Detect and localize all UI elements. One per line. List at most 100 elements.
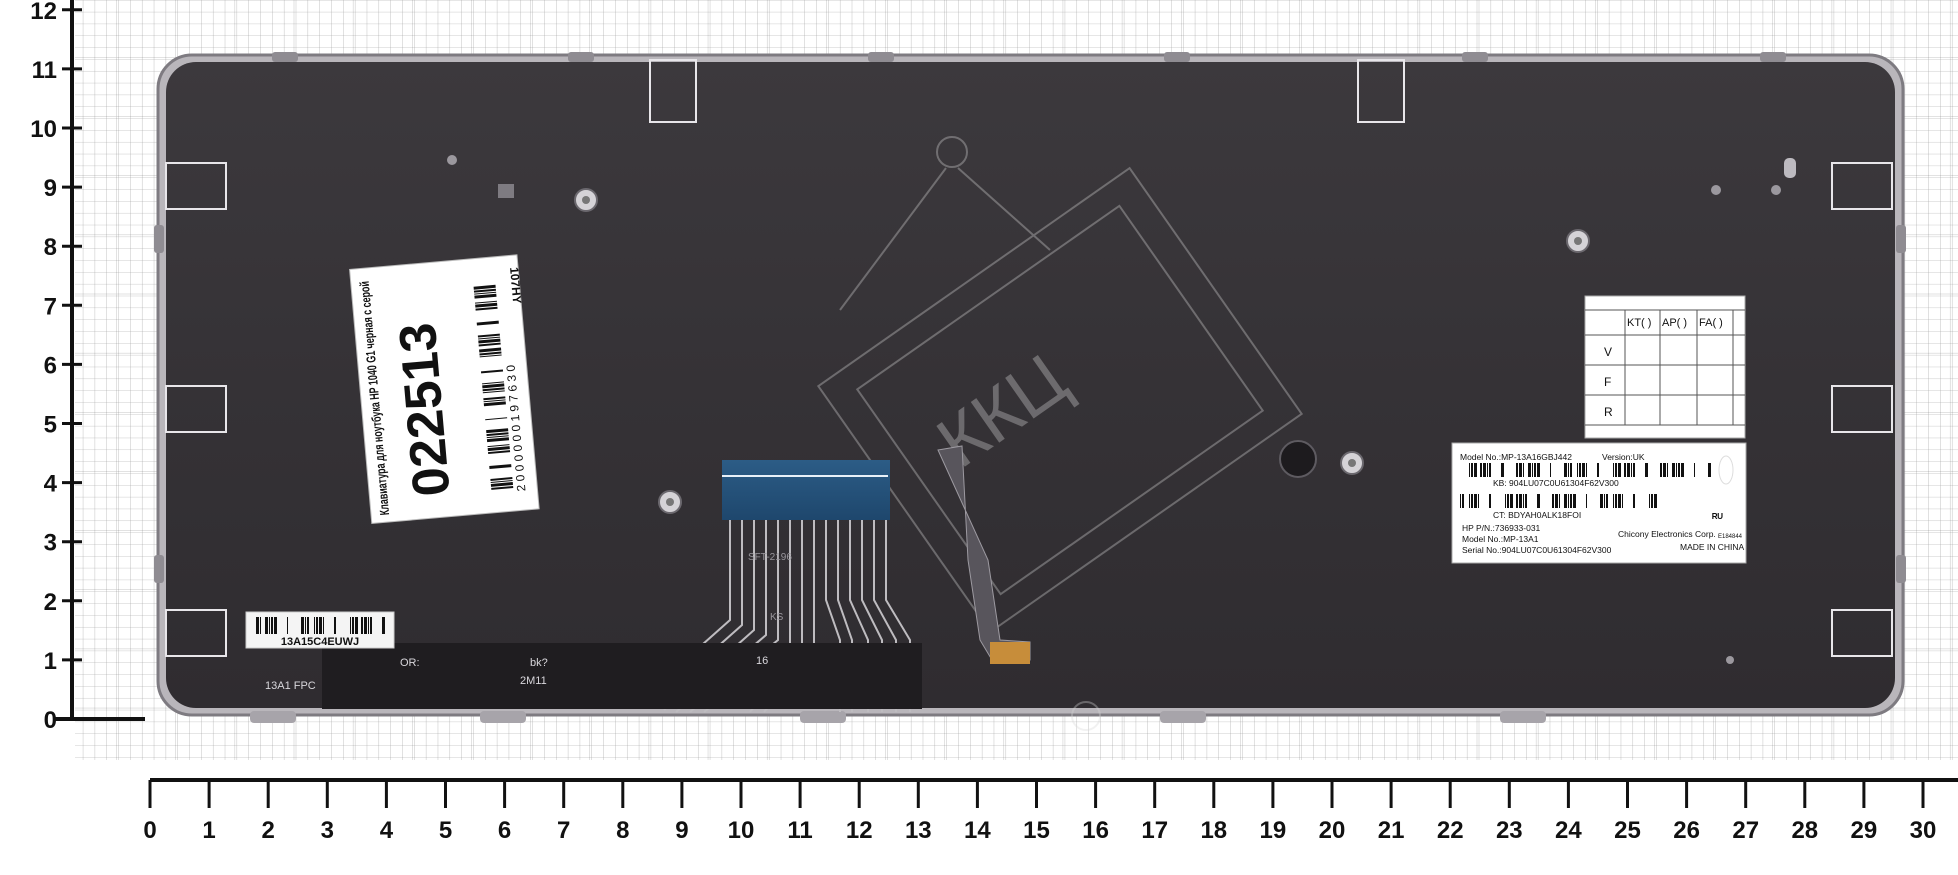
barcode-bar xyxy=(1570,463,1572,477)
label-hp-pn: HP P/N.:736933-031 xyxy=(1462,523,1541,533)
barcode-bar xyxy=(1645,463,1648,477)
ct-barcode xyxy=(1460,494,1657,508)
qc-header-kt: KT( ) xyxy=(1627,317,1651,329)
qc-header-ap: AP( ) xyxy=(1662,317,1687,329)
barcode-bar xyxy=(1474,494,1477,508)
barcode-bar xyxy=(1469,494,1470,508)
barcode-bar xyxy=(486,432,509,437)
fpc-marking-2m11: 2M11 xyxy=(520,675,547,687)
barcode-bar xyxy=(1505,494,1506,508)
barcode-bar xyxy=(1510,494,1513,508)
barcode-bar xyxy=(1651,494,1653,508)
barcode-bar xyxy=(1613,494,1614,508)
barcode-bar xyxy=(1582,463,1585,477)
barcode-bar xyxy=(483,399,506,403)
horizontal-tick-label: 13 xyxy=(905,817,932,844)
barcode-bar xyxy=(355,617,358,634)
barcode-bar xyxy=(486,437,510,443)
horizontal-tick-label: 3 xyxy=(321,817,334,844)
barcode-bar xyxy=(1660,463,1662,477)
barcode-bar xyxy=(368,617,369,634)
barcode-bar xyxy=(1469,463,1470,477)
barcode xyxy=(256,617,385,634)
barcode-bar xyxy=(1624,463,1626,477)
barcode-bar xyxy=(490,480,513,483)
barcode-bar xyxy=(1516,463,1518,477)
horizontal-tick-label: 11 xyxy=(787,817,812,844)
horizontal-tick-label: 19 xyxy=(1260,817,1287,844)
barcode-bar xyxy=(256,617,259,634)
barcode-bar xyxy=(1568,463,1569,477)
barcode-bar xyxy=(1604,494,1605,508)
label-cert: E184844 xyxy=(1718,534,1743,540)
barcode-bar xyxy=(361,617,363,634)
barcode-bar xyxy=(1676,463,1677,477)
barcode-bar xyxy=(1564,463,1567,477)
barcode-bar xyxy=(1633,463,1635,477)
barcode-bar xyxy=(1615,494,1617,508)
vertical-tick-label: 9 xyxy=(44,175,57,202)
barcode-bar xyxy=(1708,463,1711,477)
barcode-bar xyxy=(1462,494,1464,508)
vertical-tick-label: 7 xyxy=(44,293,57,320)
barcode-bar xyxy=(1528,463,1531,477)
barcode-bar xyxy=(479,347,502,353)
vertical-tick-label: 8 xyxy=(44,234,57,261)
label-model-no-2: Model No.:MP-13A1 xyxy=(1462,534,1539,544)
barcode-bar xyxy=(483,401,506,407)
barcode-bar xyxy=(1618,494,1621,508)
ribbon-label-2: KS xyxy=(770,612,784,623)
barcode-bar xyxy=(1555,494,1558,508)
barcode-bar xyxy=(479,351,502,356)
vertical-tick-label: 10 xyxy=(30,116,57,143)
barcode-bar xyxy=(489,464,512,470)
horizontal-tick-label: 20 xyxy=(1319,817,1346,844)
horizontal-tick-label: 1 xyxy=(202,817,215,844)
barcode-bar xyxy=(1525,494,1527,508)
barcode-bar xyxy=(1523,463,1524,477)
product-sticker-code: 107HY xyxy=(507,266,524,304)
barcode-bar xyxy=(1667,463,1668,477)
vertical-tick-label: 4 xyxy=(44,471,58,498)
horizontal-tick-label: 23 xyxy=(1496,817,1523,844)
ribbon-cable: SFT-2196 KS xyxy=(322,445,1031,713)
barcode-bar xyxy=(382,617,385,634)
barcode-bar xyxy=(314,617,315,634)
barcode-bar xyxy=(473,284,496,290)
barcode-bar xyxy=(478,338,501,344)
barcode-bar xyxy=(473,288,496,293)
barcode-bar xyxy=(475,302,498,308)
barcode-bar xyxy=(1507,494,1509,508)
barcode-bar xyxy=(1586,494,1587,508)
barcode-bar xyxy=(1627,463,1630,477)
product-sticker: 107HY Клавиатура для ноутбука HP 1040 G1… xyxy=(349,254,540,525)
serial-sticker: 13A15C4EUWJ xyxy=(245,611,395,649)
vertical-tick-label: 11 xyxy=(32,57,57,84)
horizontal-tick-label: 24 xyxy=(1555,817,1582,844)
barcode-bar xyxy=(1573,494,1576,508)
label-kb: KB: 904LU07C0U61304F62V300 xyxy=(1493,478,1619,488)
barcode-bar xyxy=(271,617,273,634)
barcode-bar xyxy=(1568,494,1569,508)
qc-row-v: V xyxy=(1604,345,1612,359)
barcode-bar xyxy=(1483,463,1486,477)
barcode-bar xyxy=(1615,463,1617,477)
horizontal-tick-label: 5 xyxy=(439,817,452,844)
horizontal-tick-label: 22 xyxy=(1437,817,1464,844)
horizontal-tick-label: 27 xyxy=(1732,817,1759,844)
barcode-bar xyxy=(1550,463,1551,477)
horizontal-tick-label: 29 xyxy=(1851,817,1878,844)
fpc-label: 13A1 FPC xyxy=(265,680,316,692)
serial-sticker-text: 13A15C4EUWJ xyxy=(281,636,359,648)
barcode-bar xyxy=(1600,494,1603,508)
horizontal-tick-label: 9 xyxy=(675,817,688,844)
barcode-bar xyxy=(1618,463,1621,477)
barcode-bar xyxy=(474,300,497,304)
barcode-bar xyxy=(1552,494,1554,508)
fpc-markings: 13A1 FPC OR: bk? 2M11 16 xyxy=(265,655,768,692)
qc-table: KT( ) AP( ) FA( ) V F R xyxy=(1584,295,1746,439)
fpc-marking-16: 16 xyxy=(756,655,768,667)
horizontal-tick-label: 2 xyxy=(262,817,275,844)
